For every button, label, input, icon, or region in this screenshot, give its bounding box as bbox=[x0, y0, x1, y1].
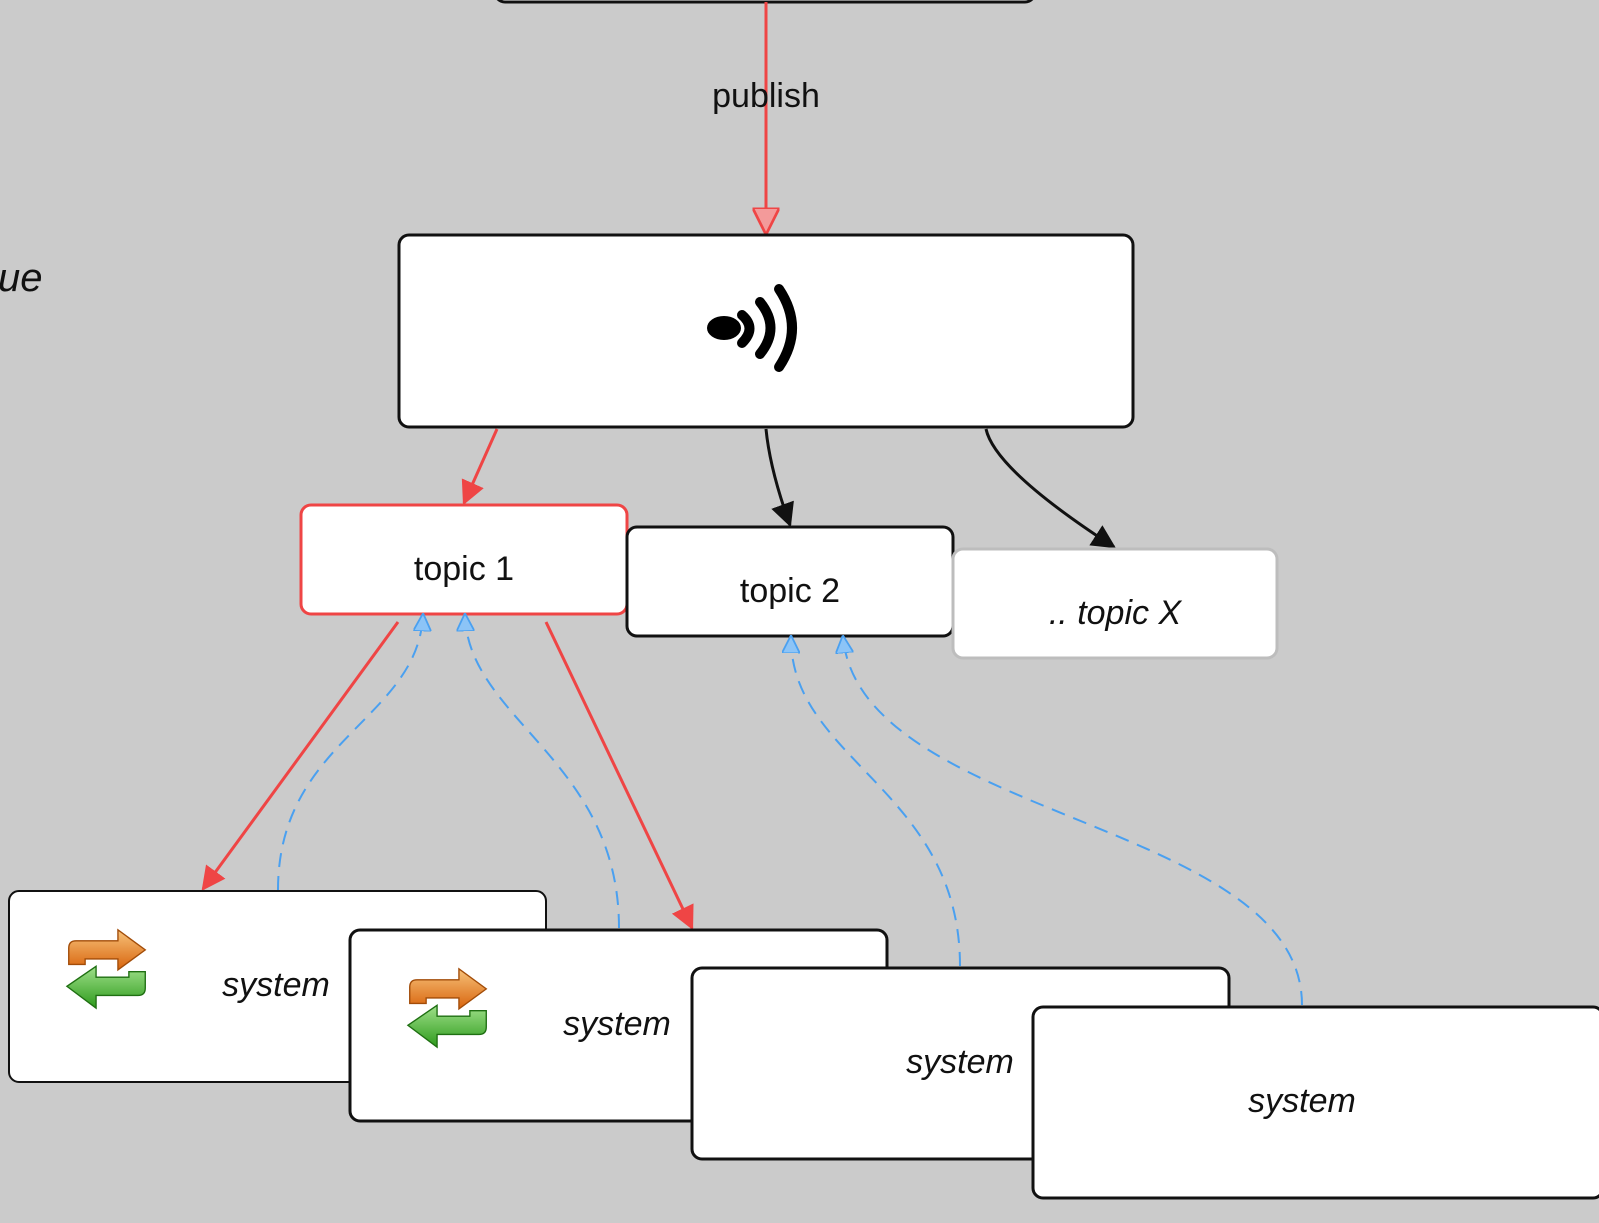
system-node-4[interactable]: system bbox=[1031, 1005, 1599, 1200]
broker-topic2-edge bbox=[764, 428, 794, 528]
broadcast-icon bbox=[707, 284, 797, 372]
broker-topic1-edge bbox=[461, 428, 499, 506]
system-3-label: system bbox=[906, 1043, 1014, 1081]
upstream-box bbox=[496, 0, 1034, 4]
subscribe-edge-system4-topic2 bbox=[843, 637, 1303, 1006]
topic-node-1[interactable]: topic 1 bbox=[299, 503, 629, 616]
broker-node[interactable] bbox=[397, 233, 1135, 429]
delivery-edge-system1 bbox=[201, 621, 400, 891]
delivery-edge-system2 bbox=[544, 621, 694, 931]
subscribe-edge-system1-topic1 bbox=[277, 615, 423, 891]
publish-label: publish bbox=[712, 77, 820, 115]
system-1-label: system bbox=[222, 966, 330, 1004]
broker-topicx-edge bbox=[984, 428, 1117, 549]
system-2-label: system bbox=[563, 1005, 671, 1043]
system-4-label: system bbox=[1248, 1082, 1356, 1120]
topic-x-label: .. topic X bbox=[1049, 594, 1183, 632]
topic-2-label: topic 2 bbox=[740, 572, 840, 610]
subscribe-edge-system3-topic2 bbox=[791, 637, 961, 967]
subscribe-edge-system2-topic1 bbox=[465, 615, 620, 929]
topic-1-label: topic 1 bbox=[414, 550, 514, 588]
topic-node-x[interactable]: .. topic X bbox=[951, 547, 1279, 660]
topic-node-2[interactable]: topic 2 bbox=[625, 525, 955, 638]
left-fragment-text: ue bbox=[0, 256, 43, 300]
